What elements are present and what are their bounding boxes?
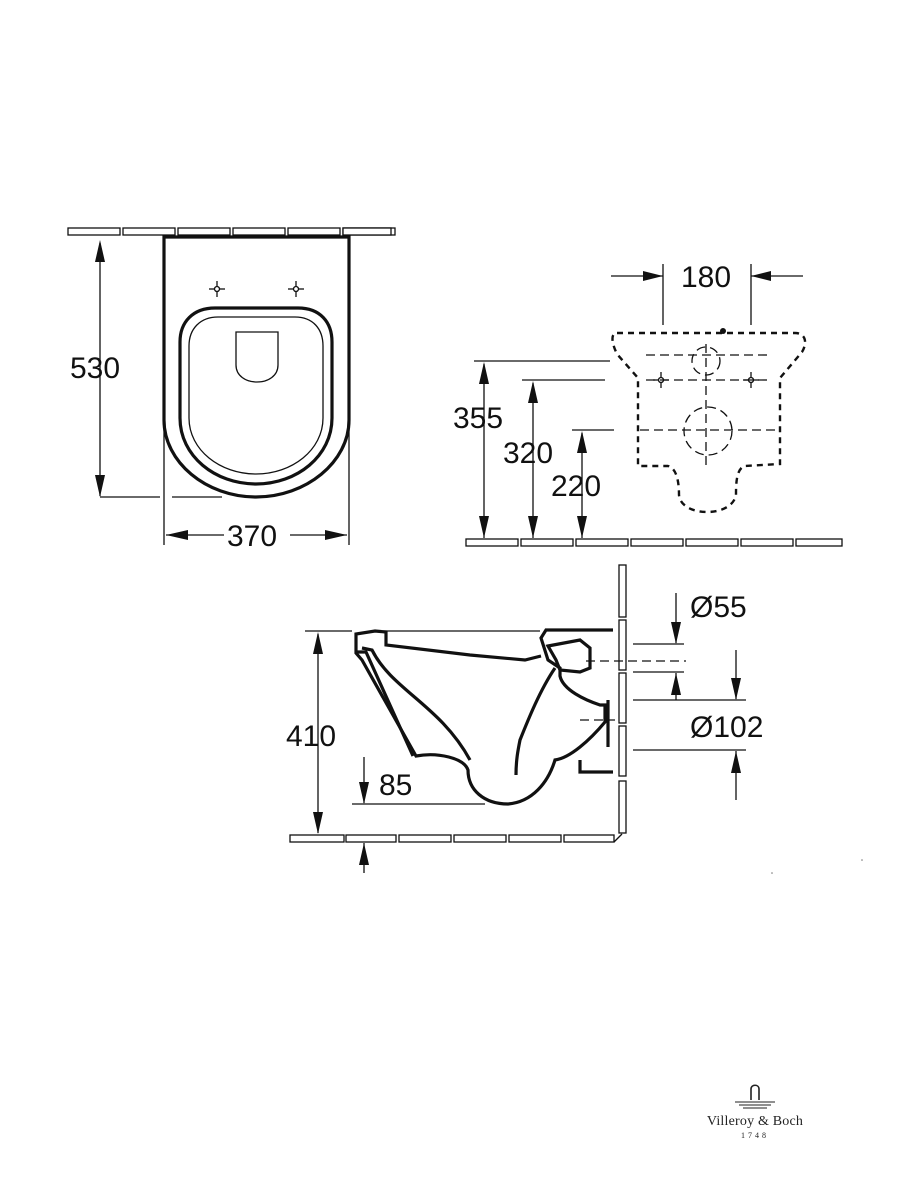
top-view: 530 370 [67, 227, 396, 553]
brand-year: 1748 [741, 1131, 769, 1140]
side-view-flush-inlet [545, 638, 592, 674]
side-view-bowl-body [354, 628, 613, 806]
dimension-355: 355 [453, 360, 610, 538]
rear-view-floor-tiles [465, 538, 843, 547]
dim-diameter-55-label: Ø55 [690, 591, 747, 624]
dimension-85: 85 [352, 757, 485, 873]
dim-320-label: 320 [503, 437, 553, 470]
mounting-hole-icon [208, 280, 305, 298]
side-view-floor-tiles [289, 834, 615, 843]
dimension-410: 410 [286, 630, 352, 834]
dimension-diameter-102: Ø102 [633, 650, 763, 800]
dim-370-label: 370 [227, 520, 277, 553]
brand-name: Villeroy & Boch [706, 1114, 804, 1129]
villeroy-boch-logo-icon [735, 1084, 775, 1109]
rear-view-outlet-hole [683, 406, 733, 456]
dim-diameter-102-label: Ø102 [690, 711, 763, 744]
dim-530-label: 530 [70, 352, 120, 385]
rear-view: 180 355 320 220 [453, 261, 843, 547]
side-view: 410 85 Ø55 Ø102 [286, 564, 763, 873]
top-view-wall-tiles [67, 227, 396, 236]
dim-85-label: 85 [379, 769, 412, 802]
brand-logo: Villeroy & Boch 1748 [690, 1082, 820, 1140]
dimension-530: 530 [70, 240, 222, 498]
side-view-wall-tiles [618, 564, 627, 834]
dimension-220: 220 [551, 429, 614, 538]
dim-355-label: 355 [453, 402, 503, 435]
side-view-siphon [514, 667, 557, 776]
dim-220-label: 220 [551, 470, 601, 503]
rear-view-top-dot [720, 328, 726, 334]
top-view-seat-inner [188, 316, 324, 475]
dimension-320: 320 [503, 379, 605, 538]
dimension-diameter-55: Ø55 [633, 591, 747, 700]
top-view-seat-outer [178, 306, 334, 486]
rear-view-outline [611, 331, 807, 514]
top-view-bowl-outline [162, 235, 351, 499]
rear-view-inlet-hole [691, 346, 721, 376]
top-view-flush-opening [235, 331, 279, 383]
dim-180-label: 180 [681, 261, 731, 294]
side-view-outlet [578, 700, 613, 774]
dimension-180: 180 [611, 261, 803, 325]
dimension-370: 370 [163, 420, 350, 553]
dim-410-label: 410 [286, 720, 336, 753]
